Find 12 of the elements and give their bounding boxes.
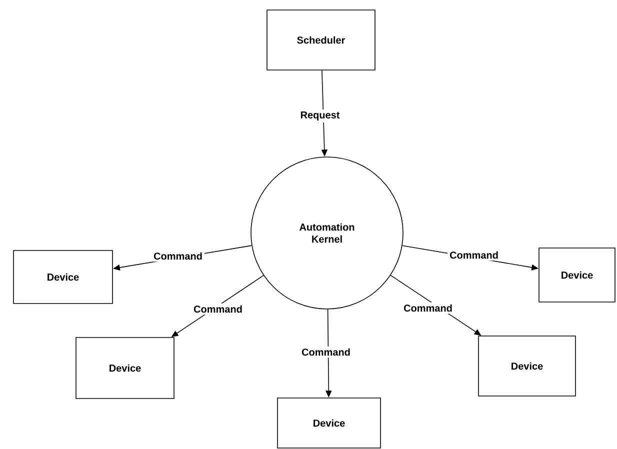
edge-label: Command <box>448 249 500 261</box>
process-box: Device <box>277 398 381 448</box>
process-box: Device <box>478 336 576 396</box>
process-box: Device <box>538 248 616 302</box>
process-box: Device <box>76 337 174 399</box>
edge-label: Command <box>300 346 352 358</box>
process-box: Scheduler <box>266 10 376 70</box>
edge-label: Command <box>402 302 454 314</box>
edge-label: Request <box>298 110 342 122</box>
edge-label: Command <box>192 303 244 315</box>
process-box: Device <box>13 250 113 304</box>
edge-label: Command <box>152 250 204 262</box>
